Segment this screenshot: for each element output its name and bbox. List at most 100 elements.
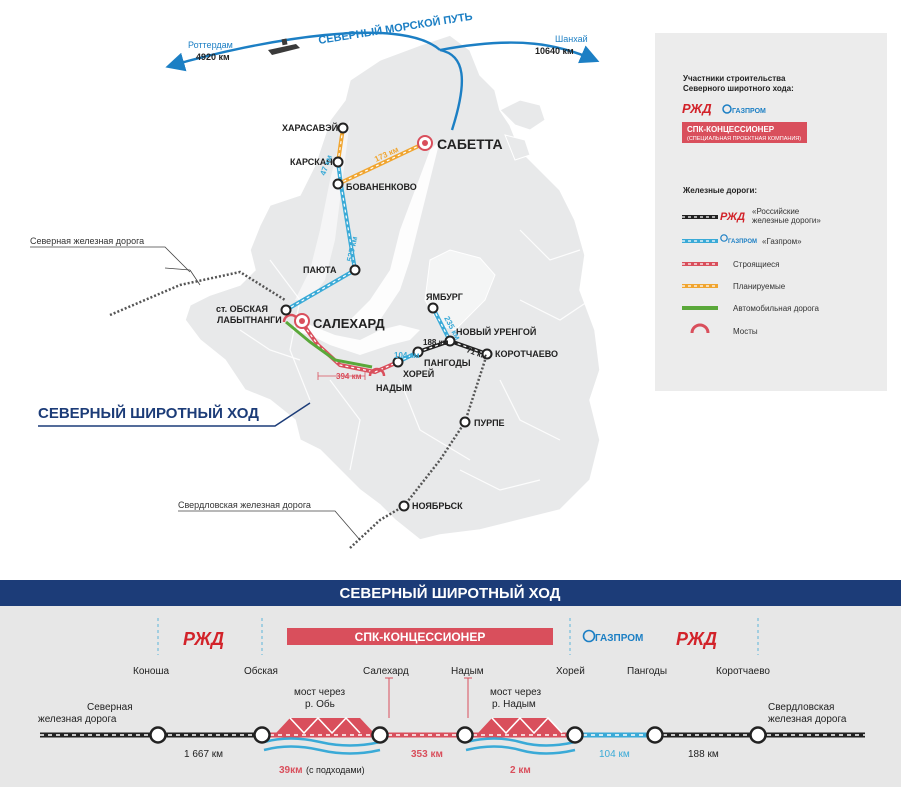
label-bovanenkovo: БОВАНЕНКОВО [346,182,417,192]
major-stations [294,135,433,329]
banner-bridge-nadym-2: р. Надым [492,699,536,710]
gazprom-flame-icon [720,234,728,242]
station-obskaya [280,304,292,316]
gazprom-flame-icon [722,104,732,114]
legend-planned: Планируемые [733,282,786,291]
bridge-icon [368,367,386,377]
banner-node-khorey [566,726,584,744]
legend-road: Автомобильная дорога [733,304,819,313]
gazprom-logo: ГАЗПРОМ [722,104,766,115]
banner-dist-1667: 1 667 км [184,749,223,760]
label-salekhard: САЛЕХАРД [313,316,385,331]
legend-building: Строящиеся [733,260,780,269]
label-purpe: ПУРПЕ [474,418,505,428]
external-railways: Северная железная дорога Свердловская же… [30,236,489,549]
dist-104: 104 км [394,351,420,360]
banner-node-obskaya [253,726,271,744]
station-karskaya [332,156,344,168]
map-title-text: СЕВЕРНЫЙ ШИРОТНЫЙ ХОД [38,404,259,422]
legend-bridges: Мосты [733,327,758,336]
label-harasavey: ХАРАСАВЭЙ [282,122,338,133]
shanghai-name: Шанхай [555,34,588,44]
bridge-nadym-icon [465,716,576,755]
label-obskaya-1: ст. ОБСКАЯ [216,304,268,314]
station-yamburg [427,302,439,314]
rzd-logo: РЖД [682,101,712,116]
banner-station-korotchaevo: Коротчаево [716,666,770,677]
sverdlovsk-railway-label: Свердловская железная дорога [178,500,311,510]
banner-node-salekhard [371,726,389,744]
bottom-banner: СЕВЕРНЫЙ ШИРОТНЫЙ ХОД РЖД СПК-КОНЦЕССИОН… [0,580,901,787]
station-purpe [459,416,471,428]
banner-sverd-1: Свердловская [768,702,834,713]
banner-north-1: Северная [87,702,133,713]
label-pangody: ПАНГОДЫ [424,358,471,368]
ship-icon [268,38,300,55]
banner-north-2: железная дорога [38,714,117,725]
station-noyabrsk [398,500,410,512]
label-nadym: НАДЫМ [376,383,412,393]
banner-station-nadym: Надым [451,666,484,677]
label-yamburg: ЯМБУРГ [426,292,463,302]
banner-spk-bar [287,628,553,645]
svg-text:РЖД: РЖД [682,101,712,116]
label-payuta: ПАЮТА [303,265,337,275]
banner-dist-104: 104 км [599,749,630,760]
banner-station-obskaya: Обская [244,665,278,677]
banner-spk: СПК-КОНЦЕССИОНЕР [355,630,486,644]
station-harasavey [337,122,349,134]
svg-text:ГАЗПРОМ: ГАЗПРОМ [732,108,766,115]
legend-participants-title-1: Участники строительства [683,74,786,83]
legend-bridge-icon [690,323,710,334]
banner-dist-353: 353 км [411,749,443,760]
banner-sverd-2: железная дорога [768,714,847,725]
banner-rzd-logo-right: РЖД [676,629,717,649]
rotterdam-name: Роттердам [188,40,233,50]
banner-node-korotchaevo [749,726,767,744]
banner-station-pangody: Пангоды [627,666,667,677]
label-novy-urengoy: НОВЫЙ УРЕНГОЙ [456,326,536,337]
banner-station-salekhard: Салехард [363,666,409,677]
legend-rzd-2: железные дороги» [752,216,821,225]
station-novy-urengoy [444,335,456,347]
spk-badge [682,122,807,143]
banner-dist-188: 188 км [688,749,719,760]
dist-394: 394 км [336,372,362,381]
legend-panel: Участники строительства Северного широтн… [655,33,887,391]
legend-gazprom-logo: ГАЗПРОМ [728,239,757,245]
gazprom-flame-icon [582,629,596,643]
label-karskaya: КАРСКАЯ [290,157,333,167]
north-railway-label: Северная железная дорога [30,236,144,246]
legend-participants-title-2: Северного широтного хода: [683,84,794,93]
stations [280,122,493,512]
legend-rzd-1: «Российские [752,207,800,216]
shanghai-dist: 10640 км [535,46,574,56]
map-title: СЕВЕРНЫЙ ШИРОТНЫЙ ХОД [38,402,311,427]
dist-188: 188 км [423,338,449,347]
banner-title: СЕВЕРНЫЙ ШИРОТНЫЙ ХОД [340,584,561,602]
rotterdam-dist: 4920 км [196,52,230,62]
svg-text:ГАЗПРОМ: ГАЗПРОМ [595,633,643,644]
spk-title: СПК-КОНЦЕССИОНЕР [687,125,775,134]
station-payuta [349,264,361,276]
banner-gazprom-logo: ГАЗПРОМ [582,629,643,644]
station-bovanenkovo [332,178,344,190]
banner-bridge-nadym-1: мост через [490,687,541,698]
banner-bridge-ob-1: мост через [294,687,345,698]
legend-rzd-logo: РЖД [720,211,745,223]
label-noyabrsk: НОЯБРЬСК [412,501,463,511]
legend-railways-title: Железные дороги: [682,186,757,195]
banner-dist-39: 39км [279,765,303,776]
bridge-ob-icon [263,716,381,755]
banner-dist-39-note: (с подходами) [306,765,365,775]
land-mass [184,34,601,541]
banner-station-konosha: Коноша [133,666,169,677]
banner-bridge-ob-2: р. Обь [305,698,335,710]
label-sabetta: САБЕТТА [437,136,503,152]
label-khorey: ХОРЕЙ [403,368,434,379]
banner-station-khorey: Хорей [556,666,585,677]
banner-node-konosha [149,726,167,744]
banner-node-pangody [646,726,664,744]
banner-node-nadym [456,726,474,744]
